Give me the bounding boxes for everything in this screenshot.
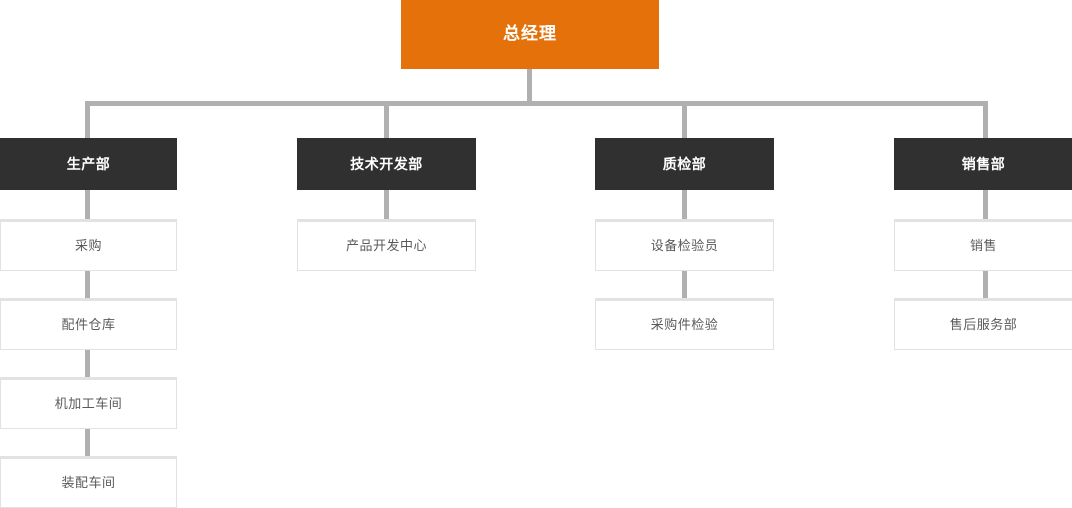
node-unit-machining-workshop[interactable]: 机加工车间 <box>0 377 177 429</box>
connector-col4-link-2 <box>983 270 988 299</box>
node-general-manager[interactable]: 总经理 <box>401 0 659 69</box>
connector-col4-link-1 <box>983 189 988 220</box>
node-department-sales[interactable]: 销售部 <box>894 138 1072 190</box>
connector-col1-link-1 <box>85 189 90 220</box>
node-unit-product-development-center[interactable]: 产品开发中心 <box>297 219 476 271</box>
connector-drop-dept-3 <box>682 101 687 139</box>
node-unit-assembly-workshop[interactable]: 装配车间 <box>0 456 177 508</box>
node-department-technology[interactable]: 技术开发部 <box>297 138 476 190</box>
node-unit-sales[interactable]: 销售 <box>894 219 1072 271</box>
node-unit-after-sales-service[interactable]: 售后服务部 <box>894 298 1072 350</box>
connector-horizontal-bus <box>85 101 988 106</box>
connector-col2-link-1 <box>384 189 389 220</box>
node-department-quality[interactable]: 质检部 <box>595 138 774 190</box>
connector-col1-link-3 <box>85 349 90 378</box>
node-unit-procurement[interactable]: 采购 <box>0 219 177 271</box>
connector-col1-link-4 <box>85 428 90 457</box>
connector-root-stem <box>527 69 532 102</box>
connector-drop-dept-1 <box>85 101 90 139</box>
node-department-production[interactable]: 生产部 <box>0 138 177 190</box>
node-unit-parts-warehouse[interactable]: 配件仓库 <box>0 298 177 350</box>
connector-col1-link-2 <box>85 270 90 299</box>
node-unit-purchased-parts-inspection[interactable]: 采购件检验 <box>595 298 774 350</box>
connector-col3-link-2 <box>682 270 687 299</box>
node-unit-equipment-inspector[interactable]: 设备检验员 <box>595 219 774 271</box>
connector-col3-link-1 <box>682 189 687 220</box>
connector-drop-dept-2 <box>384 101 389 139</box>
connector-drop-dept-4 <box>983 101 988 139</box>
